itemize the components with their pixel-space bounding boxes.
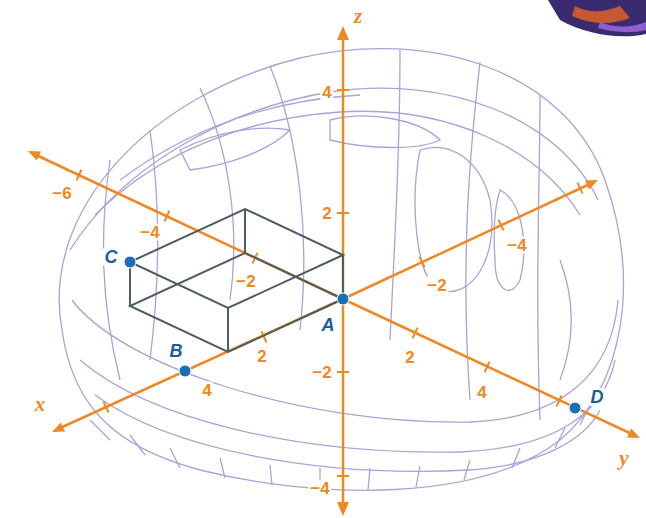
tick-number: −4	[138, 224, 161, 241]
helmet-photo	[548, 0, 646, 36]
tick-number: −2	[234, 273, 257, 290]
tick-number: −4	[308, 480, 331, 497]
tick-number: 4	[475, 384, 488, 401]
point-label: B	[168, 342, 185, 360]
coordinate-axes	[34, 34, 634, 508]
axis-letter: x	[33, 394, 48, 415]
tick-number: −6	[50, 185, 73, 202]
axis-ticks	[77, 90, 583, 476]
tick-number: −4	[505, 237, 528, 254]
axis-letter: z	[352, 6, 364, 27]
point-label: D	[589, 388, 606, 406]
point-label: C	[103, 248, 120, 266]
point-dots	[124, 256, 581, 414]
tick-number: 4	[200, 382, 213, 399]
axis-arrowheads	[28, 26, 640, 516]
tick-number: −2	[310, 364, 333, 381]
tick-number: 4	[320, 84, 333, 101]
tick-number: 2	[320, 205, 333, 222]
axis-letter: y	[617, 448, 630, 469]
wireframe-box	[130, 209, 343, 352]
point-label: A	[320, 316, 337, 334]
helmet-wireframe	[59, 49, 623, 491]
tick-number: 2	[403, 349, 416, 366]
tick-number: 2	[255, 348, 268, 365]
tick-number: −2	[425, 277, 448, 294]
